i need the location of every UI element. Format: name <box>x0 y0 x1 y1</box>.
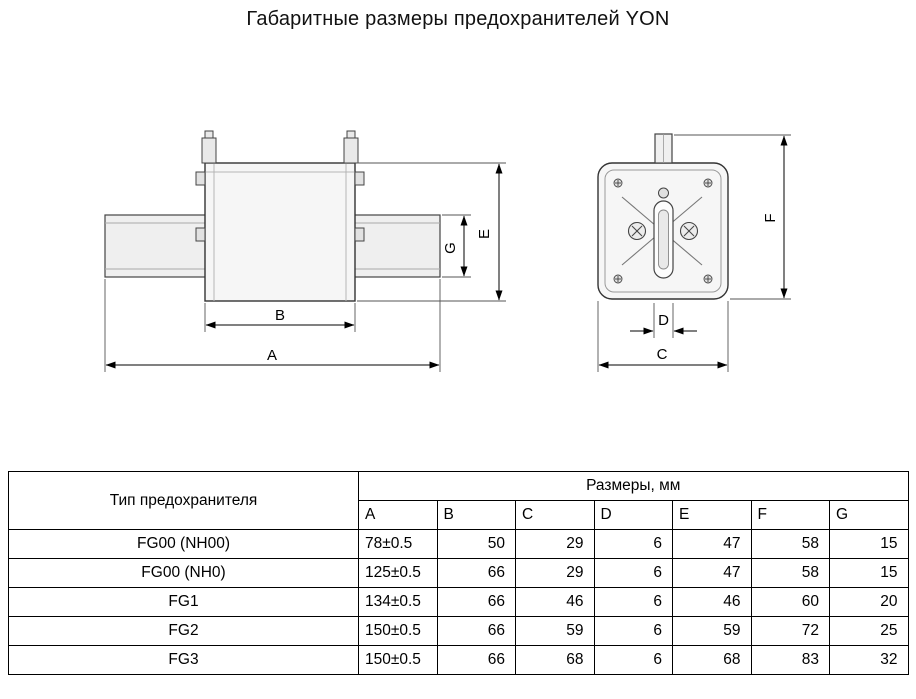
value-cell: 125±0.5 <box>358 558 438 588</box>
col-header-A: A <box>358 500 438 530</box>
dim-D: D <box>630 303 697 338</box>
table-row: FG2 150±0.5 66 59 6 59 72 25 <box>8 616 909 646</box>
value-cell: 60 <box>750 587 830 617</box>
fuse-type-cell: FG3 <box>8 645 359 675</box>
fuse-type-cell: FG2 <box>8 616 359 646</box>
grip-lugs <box>201 130 359 164</box>
fuse-type-cell: FG00 (NH0) <box>8 558 359 588</box>
side-clips <box>195 171 365 242</box>
value-cell: 68 <box>672 645 752 675</box>
value-cell: 59 <box>515 616 595 646</box>
fuse-type-cell: FG00 (NH00) <box>8 529 359 559</box>
value-cell: 15 <box>829 558 909 588</box>
col-header-B: B <box>436 500 516 530</box>
value-cell: 29 <box>515 558 595 588</box>
table-row: FG1 134±0.5 66 46 6 46 60 20 <box>8 587 909 617</box>
value-cell: 46 <box>672 587 752 617</box>
fuse-body <box>204 162 356 302</box>
value-cell: 6 <box>593 645 673 675</box>
value-cell: 58 <box>750 558 830 588</box>
mid-screws <box>627 221 699 241</box>
value-cell: 25 <box>829 616 909 646</box>
dim-label-A: A <box>267 347 277 364</box>
value-cell: 47 <box>672 529 752 559</box>
value-cell: 66 <box>436 645 516 675</box>
value-cell: 83 <box>750 645 830 675</box>
dim-E: E <box>357 162 506 302</box>
dimension-drawing: E G B A <box>104 130 791 372</box>
value-cell: 68 <box>515 645 595 675</box>
value-cell: 58 <box>750 529 830 559</box>
dim-label-B: B <box>275 307 285 324</box>
dim-F: F <box>674 134 791 300</box>
value-cell: 134±0.5 <box>358 587 438 617</box>
col-header-C: C <box>515 500 595 530</box>
value-cell: 66 <box>436 558 516 588</box>
dim-label-F: F <box>762 213 779 222</box>
col-header-F: F <box>750 500 830 530</box>
table-row: FG3 150±0.5 66 68 6 68 83 32 <box>8 645 909 675</box>
value-cell: 150±0.5 <box>358 645 438 675</box>
table-header-row-1: Тип предохранителя Размеры, мм <box>8 471 909 530</box>
value-cell: 72 <box>750 616 830 646</box>
page: Габаритные размеры предохранителей YON <box>8 8 909 675</box>
value-cell: 6 <box>593 558 673 588</box>
top-rivet <box>658 187 669 199</box>
table-row: FG00 (NH0) 125±0.5 66 29 6 47 58 15 <box>8 558 909 588</box>
dim-label-G: G <box>442 242 459 254</box>
value-cell: 20 <box>829 587 909 617</box>
dimensions-table: Тип предохранителя Размеры, мм A B C D E… <box>8 471 909 675</box>
value-cell: 32 <box>829 645 909 675</box>
header-fuse-type: Тип предохранителя <box>8 471 359 530</box>
value-cell: 78±0.5 <box>358 529 438 559</box>
value-cell: 66 <box>436 616 516 646</box>
value-cell: 150±0.5 <box>358 616 438 646</box>
value-cell: 66 <box>436 587 516 617</box>
value-cell: 15 <box>829 529 909 559</box>
col-header-E: E <box>672 500 752 530</box>
col-header-G: G <box>829 500 909 530</box>
value-cell: 50 <box>436 529 516 559</box>
header-dimensions-mm: Размеры, мм <box>358 471 909 501</box>
dim-C: C <box>597 301 729 372</box>
dim-G: G <box>442 214 471 278</box>
page-title: Габаритные размеры предохранителей YON <box>246 8 670 30</box>
dim-B: B <box>204 303 356 332</box>
value-cell: 46 <box>515 587 595 617</box>
dim-label-D: D <box>658 312 669 329</box>
corner-screws <box>613 178 713 284</box>
value-cell: 29 <box>515 529 595 559</box>
value-cell: 6 <box>593 587 673 617</box>
dim-label-C: C <box>657 346 668 363</box>
value-cell: 59 <box>672 616 752 646</box>
fuse-front-view <box>597 133 729 300</box>
col-header-D: D <box>593 500 673 530</box>
value-cell: 6 <box>593 616 673 646</box>
fuse-type-cell: FG1 <box>8 587 359 617</box>
dim-label-E: E <box>476 229 493 239</box>
fuse-side-view <box>104 130 441 302</box>
dim-A: A <box>104 279 441 372</box>
table-row: FG00 (NH00) 78±0.5 50 29 6 47 58 15 <box>8 529 909 559</box>
value-cell: 47 <box>672 558 752 588</box>
value-cell: 6 <box>593 529 673 559</box>
